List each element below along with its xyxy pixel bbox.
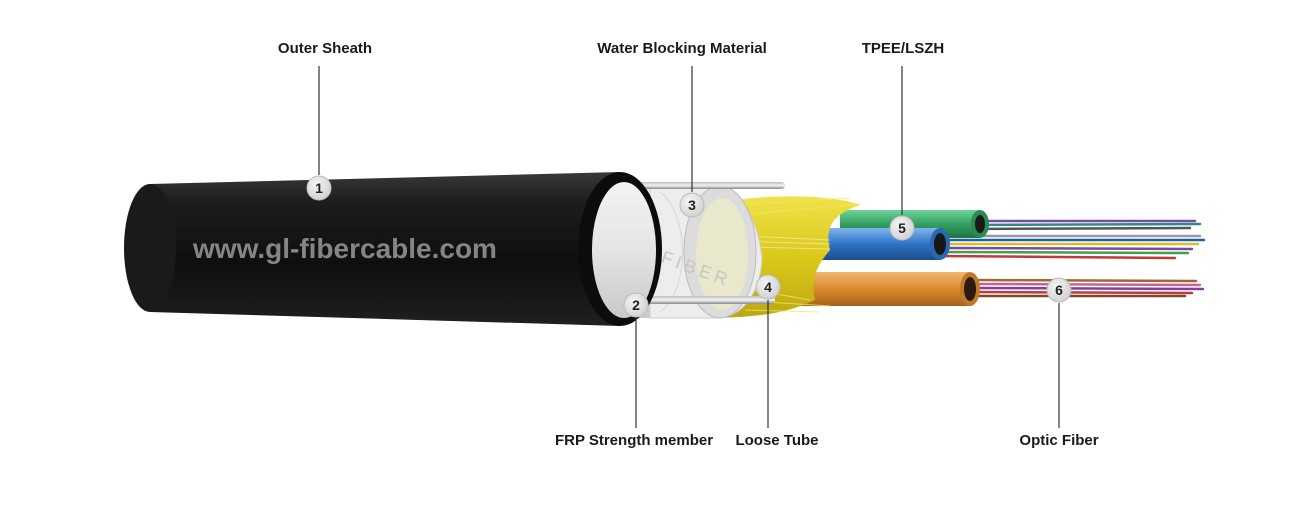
badge-2: 2: [623, 292, 649, 318]
badge-3-number: 3: [688, 197, 696, 213]
outer-sheath: www.gl-fibercable.com: [124, 172, 662, 326]
leader-lines: [318, 66, 1060, 428]
label-tpee-lszh: TPEE/LSZH: [861, 40, 945, 57]
loose-tube-blue: [815, 228, 950, 260]
label-loose-tube: Loose Tube: [735, 432, 819, 449]
badge-2-number: 2: [632, 297, 640, 313]
label-frp-strength-member: FRP Strength member: [554, 432, 714, 449]
badge-5: 5: [889, 215, 915, 241]
badge-6-number: 6: [1055, 282, 1063, 298]
optic-fibers: [938, 219, 1206, 298]
badge-1: 1: [306, 175, 332, 201]
badge-1-number: 1: [315, 180, 323, 196]
watermark: www.gl-fibercable.com: [192, 233, 497, 264]
label-water-blocking-material: Water Blocking Material: [597, 40, 767, 57]
badge-3: 3: [679, 192, 705, 218]
badge-6: 6: [1046, 277, 1072, 303]
label-outer-sheath: Outer Sheath: [277, 40, 373, 57]
label-optic-fiber: Optic Fiber: [1019, 432, 1099, 449]
badge-4: 4: [755, 274, 781, 300]
badge-4-number: 4: [764, 279, 772, 295]
loose-tube-orange: [800, 272, 980, 306]
badge-5-number: 5: [898, 220, 906, 236]
